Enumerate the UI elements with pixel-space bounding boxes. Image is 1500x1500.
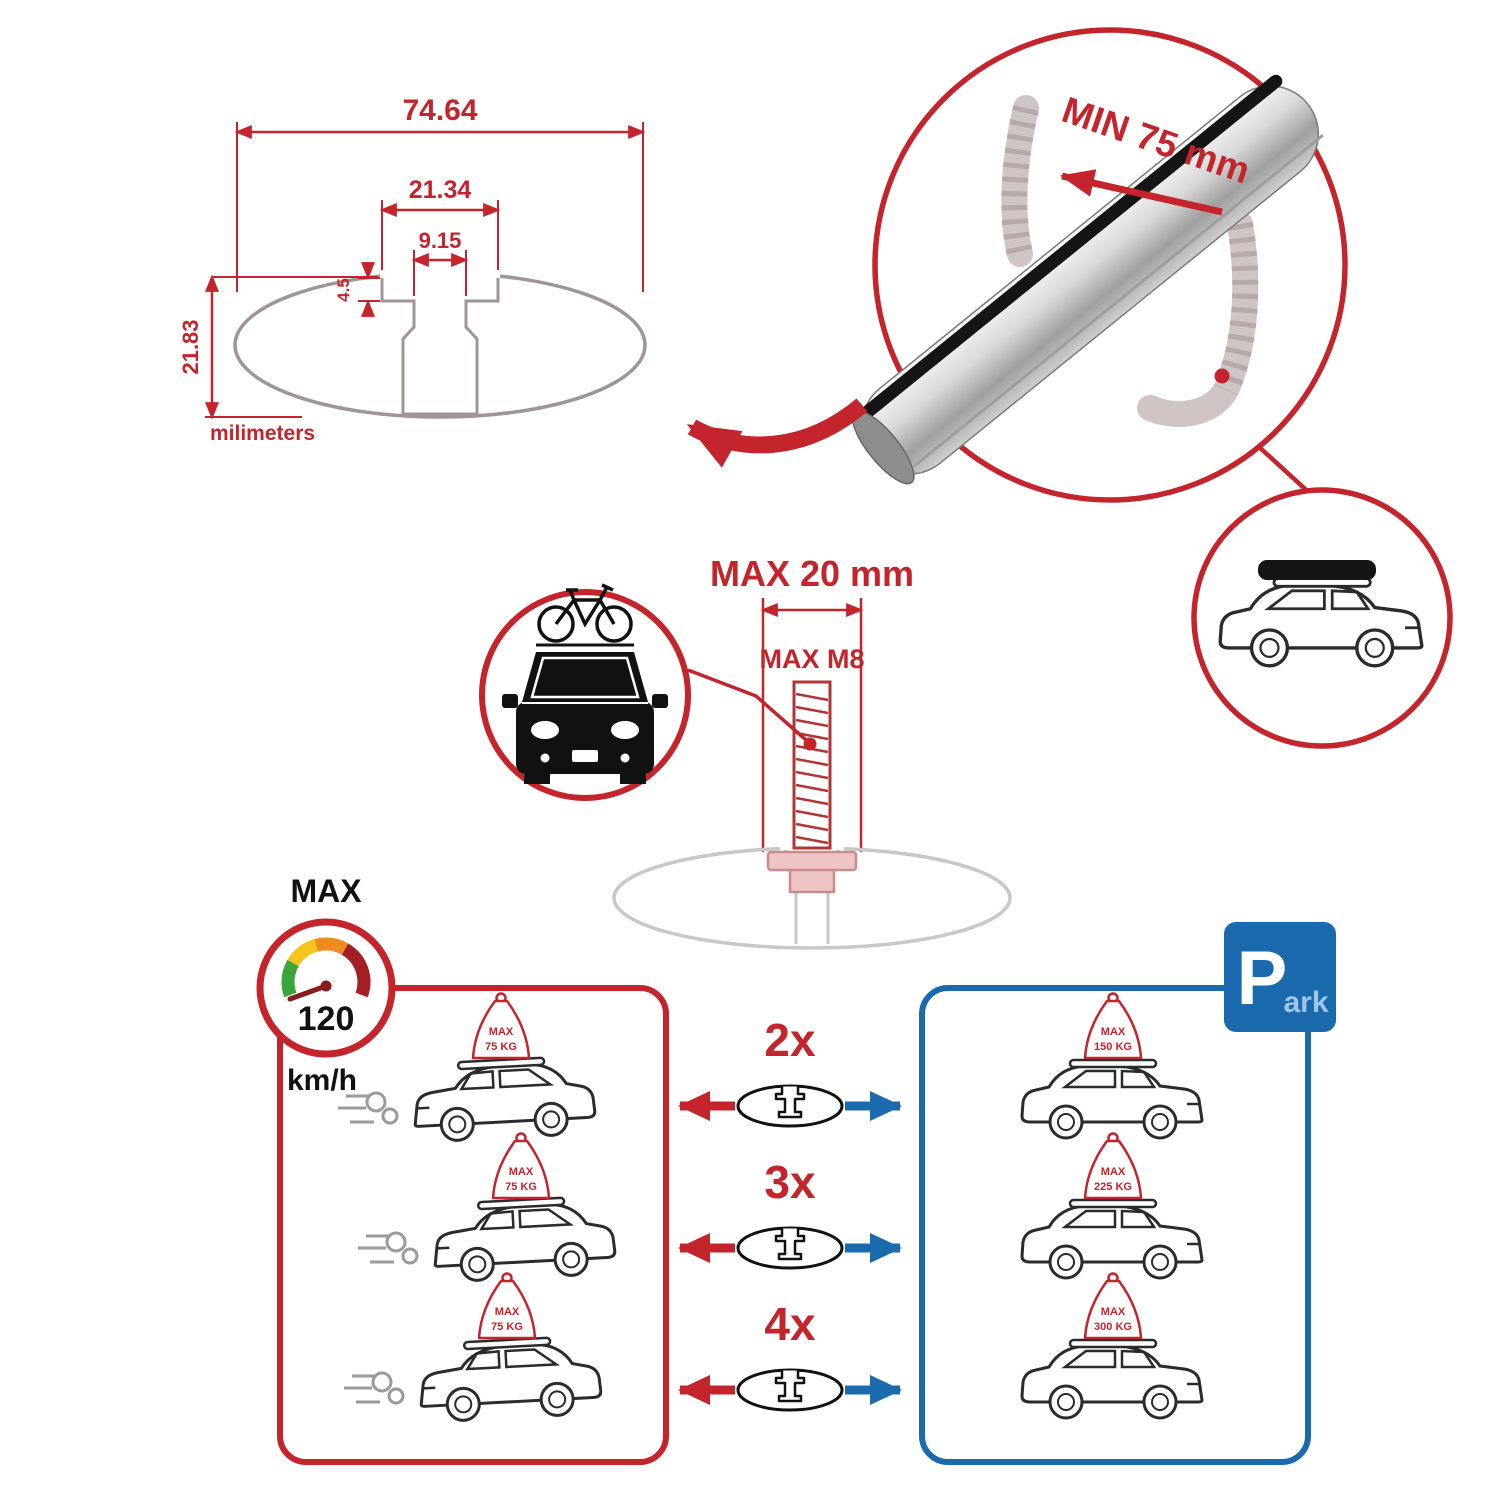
driving-car-2 [430, 1193, 618, 1284]
bicycle-icon [536, 583, 634, 647]
parking-panel-border [919, 985, 1311, 1465]
t-bolt-icon [766, 680, 858, 894]
profile-oval-outline [233, 271, 647, 419]
crossbar-profile-icon-2 [736, 1226, 844, 1270]
leader-line-bolt [687, 668, 808, 742]
aluminum-crossbar [851, 74, 1324, 485]
parked-car-1 [1020, 1058, 1204, 1140]
driving-panel-border [277, 985, 669, 1465]
qty-label-2: 3x [764, 1156, 816, 1208]
clamp-span-arrow [1060, 169, 1223, 216]
driving-panel: MAX 75 KG MAX 75 KG MAX 75 KG [277, 985, 669, 1465]
speed-limit-badge: MAX 120 km/h [256, 873, 396, 1097]
motion-puffs [342, 1371, 405, 1405]
parking-sign: P ark [1224, 922, 1336, 1032]
slot-inner-dimension-label: 9.15 [419, 228, 462, 253]
bolt-thread-label: MAX M8 [759, 644, 864, 674]
pointer-arrow-to-cross-section [686, 398, 868, 468]
svg-text:MAX: MAX [1101, 1026, 1126, 1038]
car-front-icon [502, 652, 668, 784]
parking-sign-icon [1224, 922, 1336, 1032]
roof-load-tag: MAX 75 KG [477, 1272, 537, 1340]
parking-suffix: ark [1283, 986, 1328, 1019]
svg-text:75 KG: 75 KG [491, 1321, 523, 1333]
profile-slot-right [464, 278, 500, 414]
crossbar-profile-icon-1 [736, 1084, 844, 1128]
svg-text:MAX: MAX [489, 1026, 514, 1038]
svg-text:150 KG: 150 KG [1094, 1041, 1132, 1053]
crossbar-profile-icon-3 [736, 1368, 844, 1412]
bolt-max-width-label: MAX 20 mm [710, 553, 914, 594]
profile-slot-left [380, 278, 416, 414]
motion-puffs [356, 1231, 419, 1265]
callout-dot [1214, 368, 1230, 384]
roof-load-tag: MAX 75 KG [491, 1132, 551, 1200]
motion-puffs [336, 1091, 399, 1125]
roof-load-tag: MAX 150 KG [1083, 992, 1143, 1060]
width-dimension-label: 74.64 [402, 94, 477, 127]
crossbar-option-rows: 2x 3x 4x [678, 1014, 902, 1412]
bolt-callout-dot [803, 737, 817, 751]
qty-label-3: 4x [764, 1298, 816, 1350]
roof-box-icon [1258, 560, 1376, 580]
height-dimension-label: 21.83 [178, 319, 203, 374]
svg-text:75 KG: 75 KG [505, 1181, 537, 1193]
cross-section-diagram: 74.64 21.34 9.15 4.5 21.83 milimeters [178, 94, 647, 445]
driving-car-1 [410, 1053, 598, 1144]
svg-text:MAX: MAX [495, 1306, 520, 1318]
suv-roofbox-callout [1191, 487, 1453, 749]
speed-max-label: MAX [290, 873, 362, 909]
units-label: milimeters [210, 422, 315, 445]
svg-text:MAX: MAX [1101, 1166, 1126, 1178]
qty-label-1: 2x [764, 1014, 816, 1066]
svg-text:MAX: MAX [509, 1166, 534, 1178]
svg-text:MAX: MAX [1101, 1306, 1126, 1318]
detail-circle [872, 27, 1348, 503]
roof-load-tag: MAX 75 KG [471, 992, 531, 1060]
speedometer-gauge [281, 937, 371, 998]
car-with-bike-callout [479, 583, 691, 801]
svg-text:225 KG: 225 KG [1094, 1181, 1132, 1193]
bolt-section: MAX 20 mm MAX M8 [479, 553, 1012, 950]
parked-car-3 [1020, 1338, 1204, 1420]
speed-value: 120 [298, 1000, 355, 1038]
parking-panel: MAX 150 KG MAX 225 KG MAX 300 KG [919, 985, 1311, 1465]
parked-car-2 [1020, 1198, 1204, 1280]
slot-outer-dimension-label: 21.34 [409, 176, 472, 204]
roof-load-tag: MAX 225 KG [1083, 1132, 1143, 1200]
bolt-head [766, 850, 858, 872]
parking-letter: P [1237, 936, 1288, 1021]
driving-car-3 [416, 1333, 604, 1424]
svg-text:75 KG: 75 KG [485, 1041, 517, 1053]
svg-text:300 KG: 300 KG [1094, 1321, 1132, 1333]
rubber-strip [855, 74, 1283, 424]
lip-depth-dimension-label: 4.5 [334, 278, 353, 302]
gauge-needle [287, 983, 329, 1002]
bar-detail-callout: MIN 75 mm [851, 27, 1348, 503]
roof-load-tag: MAX 300 KG [1083, 1272, 1143, 1340]
speed-unit: km/h [287, 1064, 357, 1097]
